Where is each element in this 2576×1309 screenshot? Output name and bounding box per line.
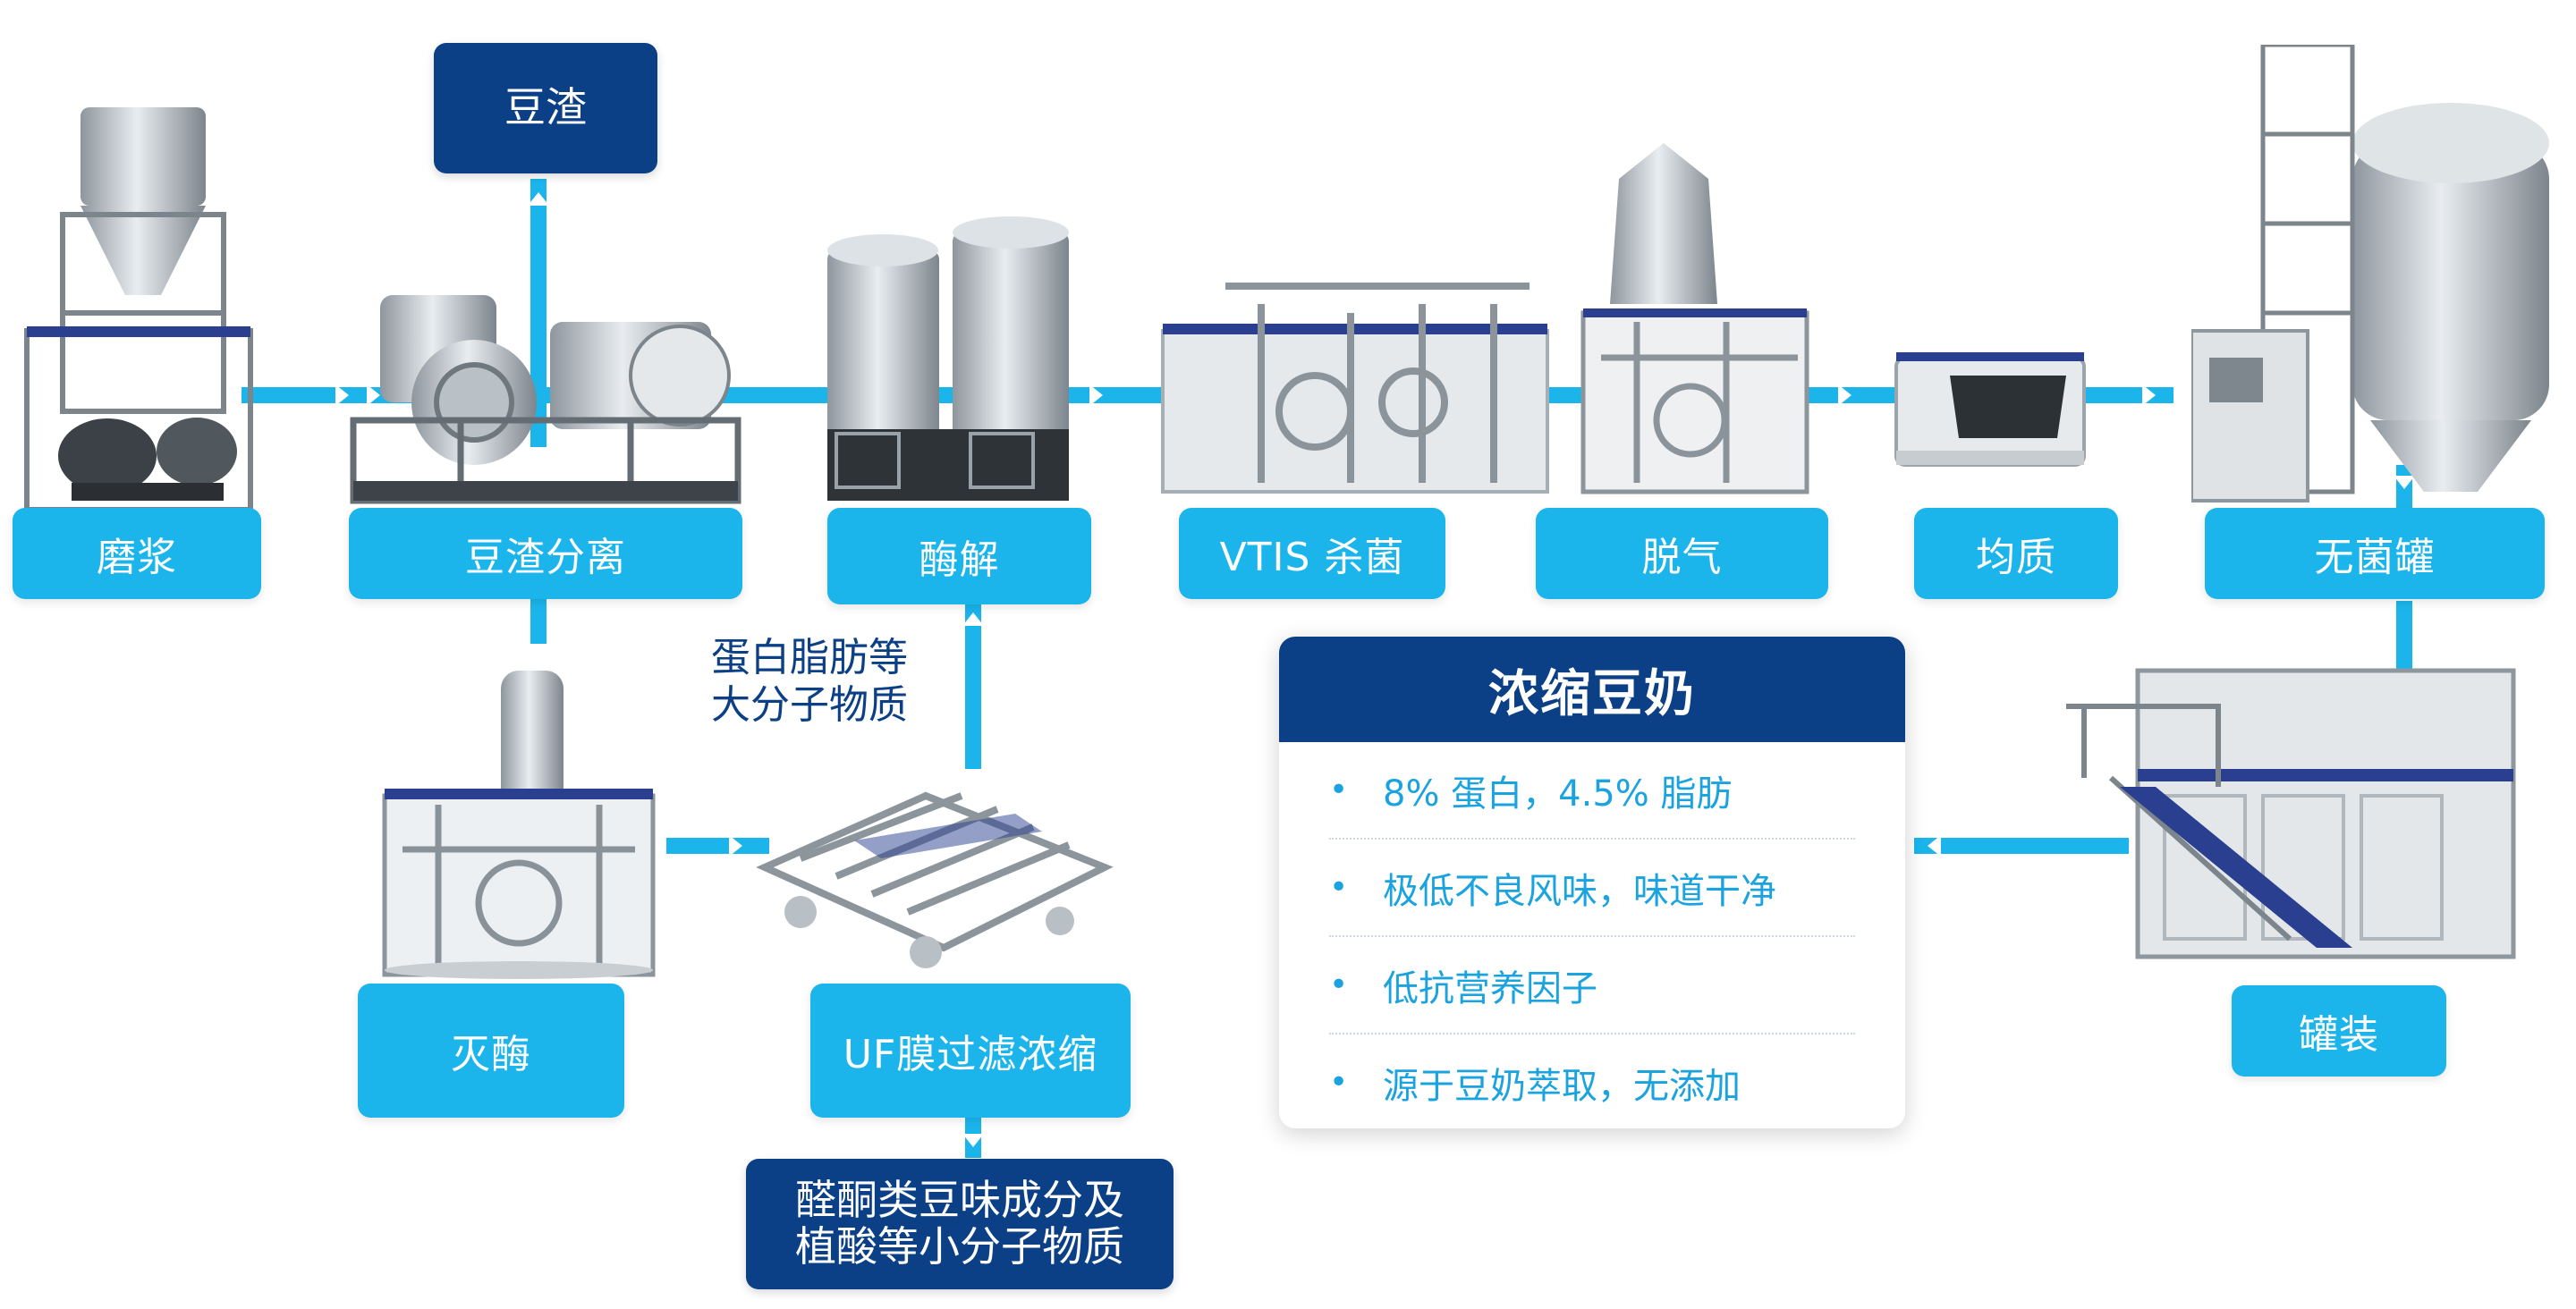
step-grinding-label: 磨浆 xyxy=(13,508,261,599)
arrow-head xyxy=(962,612,984,626)
byproduct-okara-text: 豆渣 xyxy=(504,83,587,132)
arrow-head xyxy=(1928,835,1941,857)
arrow-head xyxy=(2394,476,2415,489)
step-enzymolysis-label: 酶解 xyxy=(827,508,1091,604)
step-aseptic-tank-label: 无菌罐 xyxy=(2205,508,2545,599)
panel-feature-list: • 8% 蛋白，4.5% 脂肪 • 极低不良风味，味道干净 • 低抗营养因子 • 源于豆… xyxy=(1279,742,1905,1128)
arrow-head xyxy=(962,1134,984,1147)
okara-separator-illustration xyxy=(350,295,741,504)
filling-machine-illustration xyxy=(2066,668,2516,959)
arrow-head xyxy=(528,192,549,206)
grinder-machine-illustration xyxy=(24,107,253,510)
bullet-icon: • xyxy=(1329,772,1349,808)
byproduct-macromolecules-text: 蛋白脂肪等 大分子物质 xyxy=(711,635,944,730)
panel-item-text: 极低不良风味，味道干净 xyxy=(1383,870,1776,912)
arrow-head xyxy=(335,384,349,406)
list-item: • 低抗营养因子 xyxy=(1329,937,1855,1035)
byproduct-small-molecules-line1: 醛酮类豆味成分及 xyxy=(795,1176,1124,1225)
bullet-icon: • xyxy=(1329,869,1349,906)
list-item: • 源于豆奶萃取，无添加 xyxy=(1329,1035,1855,1128)
byproduct-small-molecules-box: 醛酮类豆味成分及 植酸等小分子物质 xyxy=(746,1159,1174,1289)
panel-title: 浓缩豆奶 xyxy=(1279,637,1905,742)
byproduct-small-molecules-line2: 植酸等小分子物质 xyxy=(795,1222,1124,1271)
enzymolysis-tanks-illustration xyxy=(827,216,1069,501)
step-deaeration-label: 脱气 xyxy=(1536,508,1828,599)
list-item: • 极低不良风味，味道干净 xyxy=(1329,840,1855,937)
bullet-icon: • xyxy=(1329,1064,1349,1101)
aseptic-tank-illustration xyxy=(2191,45,2549,502)
vtis-deaerator-illustration xyxy=(1161,143,1809,494)
list-item: • 8% 蛋白，4.5% 脂肪 xyxy=(1329,742,1855,840)
arrow-head xyxy=(2142,384,2156,406)
enzyme-inactivation-illustration xyxy=(382,671,656,979)
bullet-icon: • xyxy=(1329,967,1349,1003)
concentrated-soymilk-panel: 浓缩豆奶 • 8% 蛋白，4.5% 脂肪 • 极低不良风味，味道干净 • 低抗营养因子… xyxy=(1279,637,1905,1128)
arrow-head xyxy=(729,835,742,857)
step-homogenization-label: 均质 xyxy=(1914,508,2118,599)
step-uf-concentration-label: UF膜过滤浓缩 xyxy=(810,984,1131,1118)
step-vtis-sterilization-label: VTIS 杀菌 xyxy=(1179,508,1445,599)
uf-membrane-illustration xyxy=(756,791,1114,968)
panel-item-text: 源于豆奶萃取，无添加 xyxy=(1383,1065,1741,1107)
step-okara-separation-label: 豆渣分离 xyxy=(349,508,742,599)
panel-item-text: 低抗营养因子 xyxy=(1383,967,1597,1009)
panel-item-text: 8% 蛋白，4.5% 脂肪 xyxy=(1383,773,1733,815)
step-enzyme-inactivation-label: 灭酶 xyxy=(358,984,624,1118)
arrow-head xyxy=(1838,384,1852,406)
byproduct-okara-box: 豆渣 xyxy=(434,43,657,173)
arrow-head xyxy=(367,384,380,406)
step-filling-label: 罐装 xyxy=(2232,985,2446,1077)
homogenizer-illustration xyxy=(1894,352,2086,467)
arrow-head xyxy=(1089,384,1103,406)
byproduct-macromolecules-line2: 大分子物质 xyxy=(711,681,908,728)
byproduct-macromolecules-line1: 蛋白脂肪等 xyxy=(711,635,908,680)
